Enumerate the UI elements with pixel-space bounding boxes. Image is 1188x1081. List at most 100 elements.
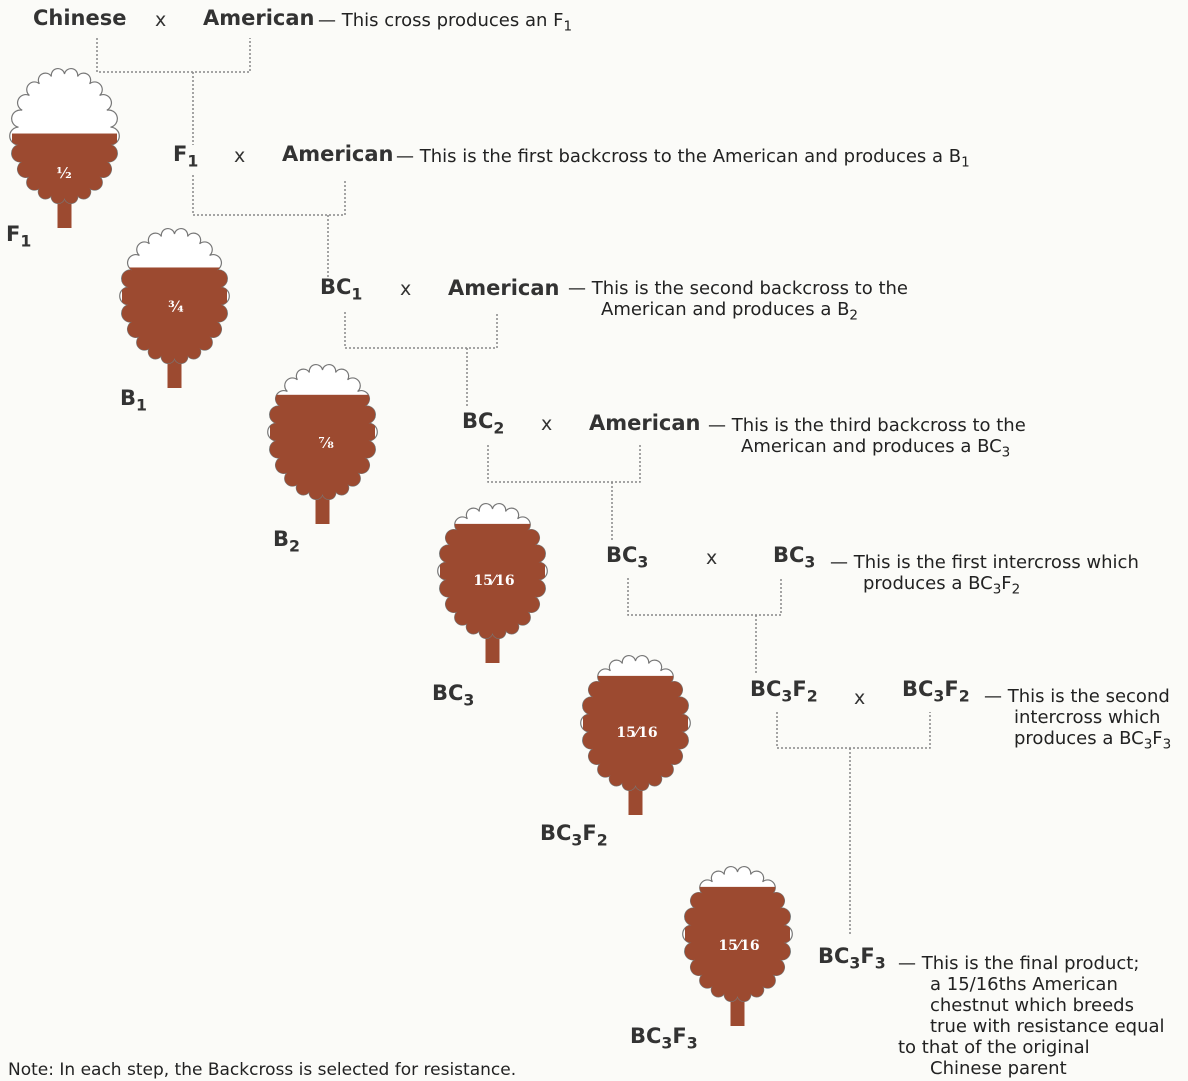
step-5-desc-line2-text: produces a BC: [863, 573, 993, 594]
step-6-desc-line3-sub1: 3: [1143, 736, 1153, 753]
step-6-left-sub2: 2: [806, 686, 818, 706]
step-2-left-main: F: [173, 142, 188, 166]
tree-label-bc3-main: BC: [432, 681, 464, 705]
step-3-left: BC1: [320, 275, 362, 302]
tree-label-bc3f3-sub2: 3: [686, 1033, 698, 1053]
final-label-sub2: 3: [874, 953, 886, 973]
tree-label-f1: F1: [6, 222, 31, 249]
step-4-desc-line2-sub: 3: [1001, 444, 1011, 461]
step-2-desc-sub: 1: [961, 154, 970, 171]
tree-label-bc3: BC3: [432, 681, 474, 708]
step-3-desc-line2: American and produces a B2: [601, 299, 858, 322]
final-label-bc: BC: [818, 944, 850, 968]
step-6-cross: x: [854, 687, 866, 709]
connector-step-2: [192, 175, 346, 216]
final-label: BC3F3: [818, 944, 886, 971]
chestnut-tree-icon: 15⁄16: [437, 503, 548, 663]
step-6-desc-line1: — This is the second: [984, 686, 1170, 707]
tree-label-b2-sub: 2: [289, 536, 300, 556]
tree-label-f1-sub: 1: [20, 231, 32, 251]
tree-fraction: 15⁄16: [616, 725, 657, 741]
final-desc-line2: a 15/16ths American: [930, 974, 1118, 995]
step-1-cross: x: [155, 9, 167, 31]
tree-bc3: 15⁄16: [437, 503, 548, 665]
step-6-left: BC3F2: [750, 677, 818, 704]
step-5-left-sub: 3: [637, 552, 649, 572]
tree-canopy-fill: [270, 394, 375, 500]
step-3-cross: x: [400, 278, 412, 300]
final-label-f: F: [860, 944, 875, 968]
tree-label-bc3f2-sub1: 3: [571, 830, 583, 850]
step-2-right: American: [282, 142, 394, 166]
step-2-cross: x: [234, 145, 246, 167]
step-4-right: American: [589, 411, 701, 435]
step-3-desc-line2-sub: 2: [849, 307, 859, 324]
step-1-desc: — This cross produces an F1: [318, 10, 572, 33]
step-3-right: American: [448, 276, 560, 300]
step-4-left: BC2: [462, 409, 504, 436]
step-4-cross: x: [541, 413, 553, 435]
step-5-cross: x: [706, 547, 718, 569]
step-4-left-main: BC: [462, 409, 494, 433]
tree-label-bc3f2: BC3F2: [540, 821, 608, 848]
tree-fraction: ½: [56, 164, 72, 182]
step-6-desc-line3-text: produces a BC: [1014, 728, 1144, 749]
tree-label-f1-main: F: [6, 222, 21, 246]
tree-b2: ⅞: [267, 364, 378, 526]
tree-label-b1-sub: 1: [136, 395, 147, 415]
step-6-right-sub2: 2: [958, 686, 970, 706]
final-desc-line1: — This is the final product;: [898, 953, 1140, 974]
tree-b1: ¾: [119, 228, 230, 390]
final-desc-line5: to that of the original: [898, 1037, 1090, 1058]
connector-step-4: [487, 445, 641, 483]
step-6-left-sub1: 3: [781, 686, 793, 706]
tree-label-bc3-sub: 3: [463, 690, 475, 710]
step-6-right-sub1: 3: [933, 686, 945, 706]
step-5-left-main: BC: [606, 543, 638, 567]
step-5-desc-line1: — This is the first intercross which: [830, 552, 1139, 573]
step-3-desc-line2-text: American and produces a B: [601, 299, 850, 320]
final-desc-line3: chestnut which breeds: [930, 995, 1134, 1016]
step-1-desc-sub: 1: [563, 18, 573, 35]
step-1-desc-text: — This cross produces an F: [318, 10, 564, 31]
step-6-desc-line2: intercross which: [1014, 707, 1161, 728]
step-6-right: BC3F2: [902, 677, 970, 704]
step-5-desc-line2-sub2: 2: [1011, 581, 1021, 598]
tree-label-bc3f3-sub1: 3: [661, 1033, 673, 1053]
step-6-right-f: F: [944, 677, 959, 701]
connector-step-6: [776, 712, 931, 749]
step-1-right: American: [203, 6, 315, 30]
step-6-left-bc: BC: [750, 677, 782, 701]
step-5-desc-line2-f: F: [1001, 573, 1012, 594]
step-5-right: BC3: [773, 543, 815, 570]
tree-fraction: 15⁄16: [473, 573, 514, 589]
final-desc-line6: Chinese parent: [930, 1058, 1067, 1079]
tree-label-bc3f2-sub2: 2: [596, 830, 608, 850]
step-4-desc-line2-text: American and produces a BC: [741, 436, 1002, 457]
chestnut-tree-icon: 15⁄16: [682, 866, 793, 1026]
tree-bc3f3: 15⁄16: [682, 866, 793, 1028]
tree-label-bc3f3-f: F: [672, 1024, 687, 1048]
step-5-left: BC3: [606, 543, 648, 570]
tree-f1: ½: [9, 68, 120, 230]
tree-canopy-fill: [440, 523, 545, 639]
step-2-desc: — This is the first backcross to the Ame…: [396, 146, 970, 169]
tree-fraction: 15⁄16: [718, 938, 759, 954]
tree-fraction: ¾: [168, 298, 184, 316]
step-5-right-main: BC: [773, 543, 805, 567]
step-3-desc-line1: — This is the second backcross to the: [568, 278, 909, 299]
tree-label-bc3f3-bc: BC: [630, 1024, 662, 1048]
tree-canopy-fill: [583, 675, 688, 791]
tree-label-bc3f2-f: F: [582, 821, 597, 845]
chestnut-tree-icon: ¾: [119, 228, 230, 388]
step-6-desc-line3: produces a BC3F3: [1014, 728, 1171, 751]
tree-canopy-fill: [122, 267, 227, 364]
step-2-left: F1: [173, 142, 198, 169]
tree-fraction: ⅞: [318, 434, 334, 452]
step-4-desc-line1: — This is the third backcross to the: [708, 415, 1026, 436]
chestnut-tree-icon: ½: [9, 68, 120, 228]
tree-label-b1-main: B: [120, 386, 137, 410]
step-6-left-f: F: [792, 677, 807, 701]
tree-label-bc3f2-bc: BC: [540, 821, 572, 845]
